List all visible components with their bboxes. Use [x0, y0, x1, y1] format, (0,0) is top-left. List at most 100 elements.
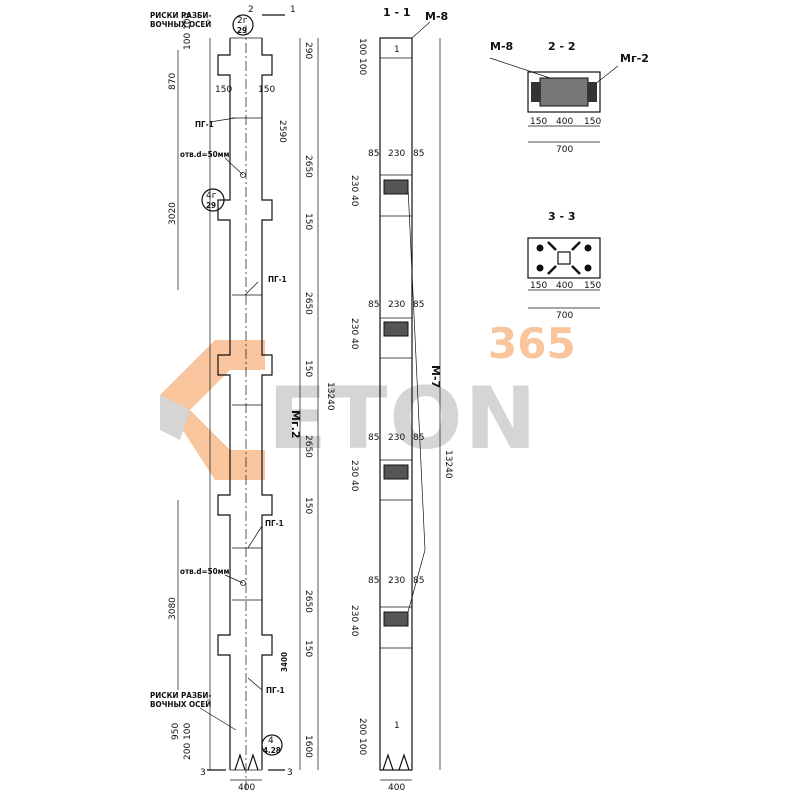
- section-3-3-title: 3 - 3: [548, 210, 576, 223]
- section-2-2-body: [527, 71, 601, 113]
- m7-label: М-7: [429, 365, 442, 388]
- s2-dim-150-a: 150: [530, 117, 547, 127]
- callout-4-bottom-label: 4: [268, 736, 274, 746]
- s1-dim-230-40-c: 230 40: [349, 460, 359, 492]
- dim-3080: 3080: [168, 597, 178, 620]
- mg2-section-label: Мг-2: [620, 52, 649, 65]
- dim-400-front: 400: [238, 783, 255, 793]
- pg1-a-label: ПГ-1: [195, 120, 214, 129]
- dim-290: 290: [303, 42, 313, 59]
- callout-2r-sub: 29: [237, 26, 247, 35]
- pg1-a-leader: [209, 117, 236, 123]
- dim-150-a: 150: [215, 85, 232, 95]
- dim-150-e: 150: [303, 497, 313, 514]
- otv-b-label: отв.d=50мм: [180, 567, 229, 576]
- s1-dim-230-b: 230: [388, 300, 405, 310]
- section-3-bottom-a: 3: [200, 768, 206, 778]
- section-1-1-title: 1 - 1: [383, 6, 411, 19]
- s3-dim-150-a: 150: [530, 281, 547, 291]
- s1-dim-230-d: 230: [388, 576, 405, 586]
- section-2-2-plate-left: [531, 82, 541, 102]
- dim-150-f: 150: [303, 640, 313, 657]
- s3-dim-150-b: 150: [584, 281, 601, 291]
- section-3-3-pattern: [536, 241, 592, 275]
- mark-1-top: 1: [394, 45, 400, 55]
- column-bottom-notches: [234, 753, 259, 771]
- dim-200-100-front: 200 100: [183, 723, 193, 760]
- m8-top-label: М-8: [425, 10, 448, 23]
- s1-dim-85-f: 85: [413, 433, 424, 443]
- callout-circle-4-bottom: [261, 734, 283, 756]
- otv-a-leader: [224, 157, 244, 176]
- section-2-2-view: 2 - 2 М-8 Мг-2 150 400 150 700: [489, 40, 649, 155]
- embedded-plate-b: [380, 317, 412, 359]
- s1-dim-230-a: 230: [388, 149, 405, 159]
- pg1-b-label: ПГ-1: [268, 275, 287, 284]
- s1-dim-85-g: 85: [368, 576, 379, 586]
- s1-dim-85-c: 85: [368, 300, 379, 310]
- dim-950: 950: [171, 723, 181, 740]
- s1-dim-85-b: 85: [413, 149, 424, 159]
- m8-top-leader: [411, 21, 431, 39]
- m8-section-label: М-8: [490, 40, 513, 53]
- section-2-2-plate-right: [587, 82, 597, 102]
- s3-dim-700: 700: [556, 311, 573, 321]
- dim-13240-front: 13240: [325, 382, 335, 411]
- callout-circle-2r: [232, 14, 254, 36]
- s1-dim-13240: 13240: [443, 450, 453, 479]
- mark-1-bottom: 1: [394, 721, 400, 731]
- embedded-plate-c: [380, 459, 412, 501]
- section-2-2-title: 2 - 2: [548, 40, 576, 53]
- embedded-plate-a: [380, 174, 412, 217]
- dim-2650-c: 2650: [303, 435, 313, 458]
- risks-axes-bot-1: РИСКИ РАЗБИ-: [150, 691, 211, 700]
- callout-2r-label: 2г: [237, 16, 248, 26]
- column-outline-right: [261, 38, 273, 770]
- dim-2590: 2590: [277, 120, 287, 143]
- s1-dim-85-e: 85: [368, 433, 379, 443]
- dim-870: 870: [168, 73, 178, 90]
- dim-150-b: 150: [258, 85, 275, 95]
- pg1-d-leader: [247, 677, 263, 691]
- s1-dim-400: 400: [388, 783, 405, 793]
- section-2-top-label: 2: [248, 5, 254, 15]
- pg1-b-leader: [244, 281, 259, 296]
- embedded-plate-d: [380, 606, 412, 649]
- s1-dim-100-100: 100 100: [357, 38, 367, 75]
- s1-dim-230-40-d: 230 40: [349, 605, 359, 637]
- risks-axes-bot-2: ВОЧНЫХ ОСЕЙ: [150, 698, 211, 709]
- front-view: 2 1 РИСКИ РАЗБИ- ВОЧНЫХ ОСЕЙ 2г 29 4г 29…: [150, 5, 335, 793]
- callout-circle-4r: [201, 188, 225, 212]
- hole-b: [240, 580, 246, 586]
- s2-dim-400: 400: [556, 117, 573, 127]
- s1-dim-230-40-b: 230 40: [349, 318, 359, 350]
- s1-bottom-notches: [382, 753, 410, 771]
- dim-3400: 3400: [280, 652, 289, 672]
- dim-top-100-100: 100 100: [183, 13, 193, 50]
- risks-axes-bot-leader: [199, 707, 237, 731]
- section-3-3-body: [527, 237, 601, 279]
- callout-4r-label: 4г: [206, 191, 217, 201]
- s1-dim-85-d: 85: [413, 300, 424, 310]
- section-3-3-view: 3 - 3 150 400 150 700: [527, 210, 601, 321]
- hole-a: [240, 172, 246, 178]
- m7-leader-b: [407, 549, 426, 613]
- dim-150-c: 150: [303, 213, 313, 230]
- risks-axes-top-2: ВОЧНЫХ ОСЕЙ: [150, 18, 211, 29]
- pg1-d-label: ПГ-1: [266, 686, 285, 695]
- s1-dim-230-40-a: 230 40: [349, 175, 359, 207]
- otv-b-leader: [224, 574, 244, 584]
- m7-leader: [407, 186, 426, 551]
- section-1-1-view: 1 - 1 М-8 1 1 100: [349, 6, 453, 793]
- dim-2650-b: 2650: [303, 292, 313, 315]
- mg2-label: Мг.2: [289, 410, 302, 439]
- pg1-c-label: ПГ-1: [265, 519, 284, 528]
- m8-section-leader: [489, 57, 551, 79]
- watermark-number: 365: [488, 319, 576, 368]
- risks-axes-top-1: РИСКИ РАЗБИ-: [150, 11, 211, 20]
- watermark-hex-logo: [160, 340, 265, 480]
- dim-2650-a: 2650: [303, 155, 313, 178]
- pg1-c-leader: [247, 525, 263, 549]
- s2-dim-150-b: 150: [584, 117, 601, 127]
